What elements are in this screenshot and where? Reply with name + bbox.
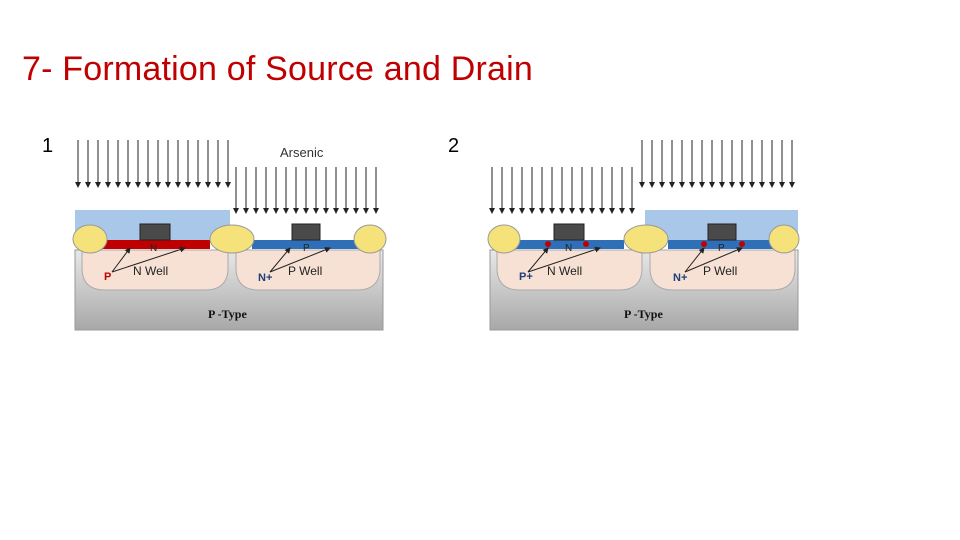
step-number-2: 2 <box>448 135 460 157</box>
gate <box>291 223 321 241</box>
nplus-label: N+ <box>673 272 687 284</box>
substrate-label: P -Type <box>208 307 247 321</box>
p-dot <box>701 241 707 247</box>
step-number-1: 1 <box>42 135 54 157</box>
nplus-label: N+ <box>258 272 272 284</box>
p-source-drain-region <box>100 240 210 249</box>
field-oxide <box>72 224 108 254</box>
pplus-label: P+ <box>519 271 533 283</box>
gate <box>139 223 171 241</box>
p-dot <box>545 241 551 247</box>
n-well <box>496 249 643 291</box>
field-oxide <box>623 224 669 254</box>
p-dot <box>739 241 745 247</box>
field-oxide <box>353 224 387 254</box>
field-oxide <box>209 224 255 254</box>
implant-arrows-right <box>639 140 795 188</box>
p-region-label: P <box>718 243 725 254</box>
substrate-label: P -Type <box>624 307 663 321</box>
p-well-label: P Well <box>703 264 737 278</box>
p-dot <box>583 241 589 247</box>
p-well <box>649 249 796 291</box>
implant-arrows-right <box>233 167 379 214</box>
diagram-1: Arsenic N P N Well P Well P N+ P -Type <box>72 140 387 331</box>
implant-arrows-left <box>75 140 231 188</box>
n-well-label: N Well <box>133 264 168 278</box>
field-oxide <box>487 224 521 254</box>
gate <box>553 223 585 241</box>
gate <box>707 223 737 241</box>
implant-arrows-left <box>489 167 635 214</box>
p-source-drain-region <box>512 240 624 249</box>
n-source-drain-region <box>252 240 362 249</box>
n-source-drain-region <box>668 240 780 249</box>
pplus-label: P <box>104 271 111 283</box>
n-region-label: N <box>150 243 157 254</box>
diagram-2: N P N Well P Well P+ N+ P -Type <box>487 140 800 331</box>
p-well-label: P Well <box>288 264 322 278</box>
implant-label: Arsenic <box>280 145 324 160</box>
n-region-label: N <box>565 243 572 254</box>
slide-title: 7- Formation of Source and Drain <box>22 50 533 88</box>
p-region-label: P <box>303 243 310 254</box>
field-oxide <box>768 224 800 254</box>
p-well <box>235 249 381 291</box>
n-well-label: N Well <box>547 264 582 278</box>
n-well <box>81 249 229 291</box>
